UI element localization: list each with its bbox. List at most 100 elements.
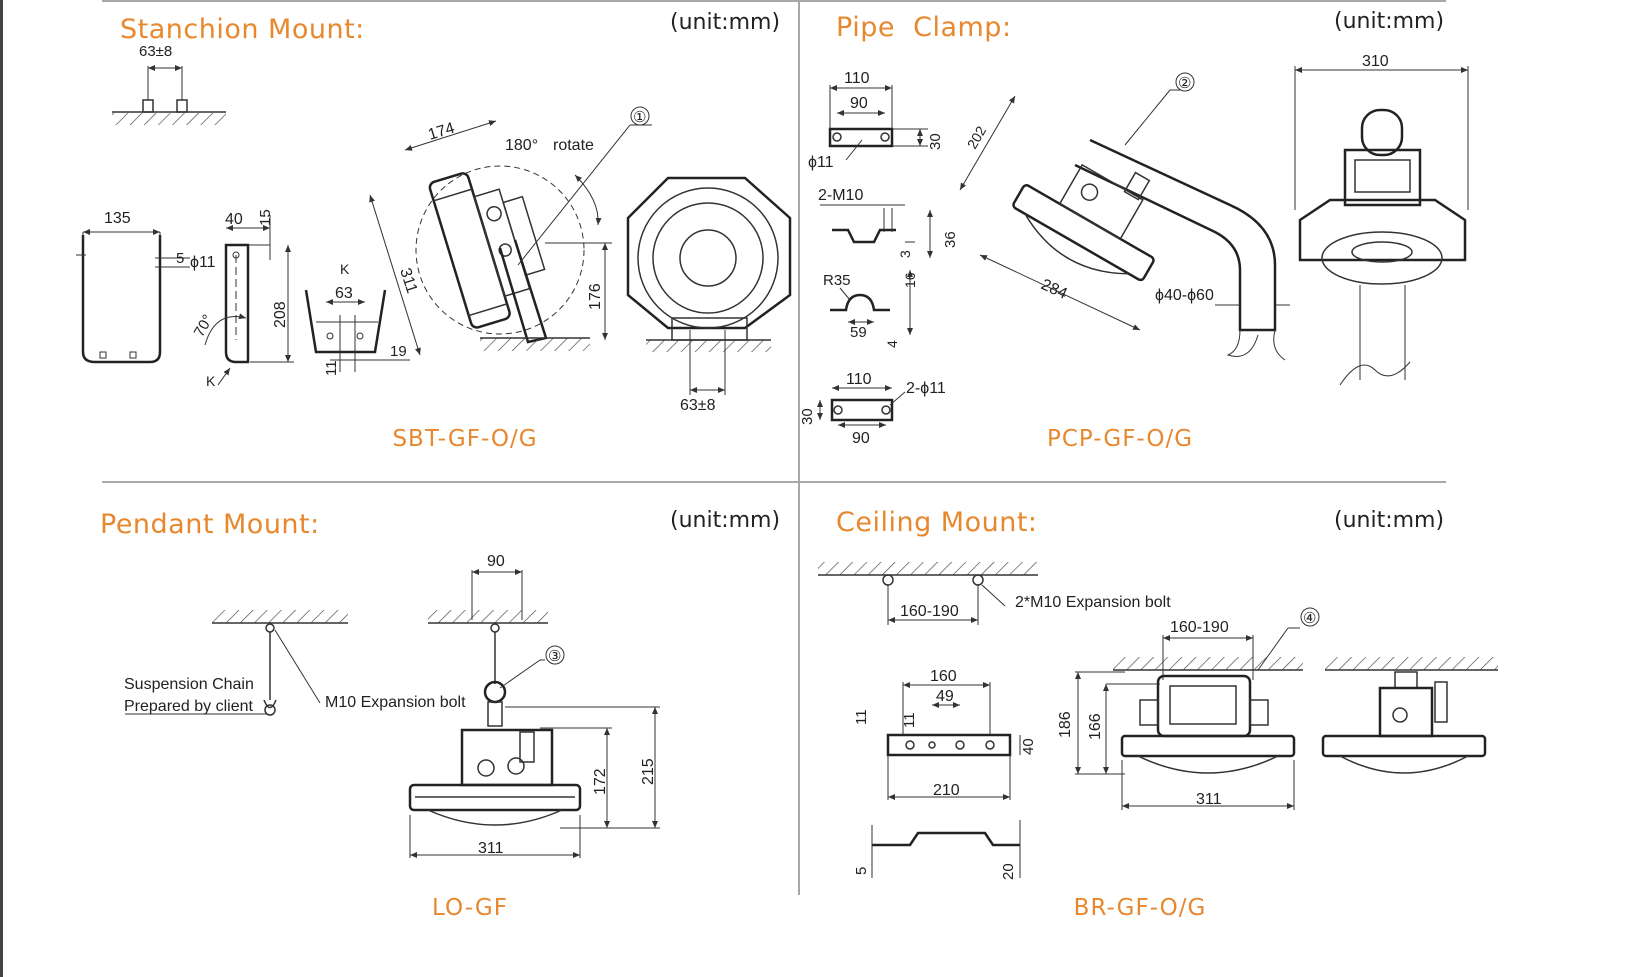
callout-1: ① [633, 109, 646, 126]
stanchion-front-fixture: 63±8 [626, 176, 792, 414]
dim-59: 59 [850, 324, 867, 341]
pendant-chain-ceiling: Suspension Chain Prepared by client M10 … [124, 610, 466, 716]
dim-40: 40 [1020, 738, 1037, 755]
pipe-title: Pipe Clamp: [836, 12, 1012, 43]
pendant-model: LO-GF [432, 895, 508, 921]
dim-11a: 11 [853, 709, 870, 725]
dim-176: 176 [587, 283, 604, 310]
dim-210: 210 [933, 782, 960, 799]
chain-label-line1: Suspension Chain [124, 676, 254, 693]
dim-63: 63 [335, 285, 353, 302]
dim-135: 135 [104, 210, 131, 227]
dim-40: 40 [225, 211, 243, 228]
stanchion-base-plate: 63±8 [112, 43, 226, 125]
dim-15: 15 [257, 209, 274, 226]
phi11-label: ϕ11 [190, 254, 216, 271]
pipe-tilted-fixture: ② 202 284 ϕ40-ϕ60 [959, 72, 1290, 361]
pendant-unit: (unit:mm) [670, 508, 781, 533]
dim-90b: 90 [852, 430, 870, 447]
chain-label-line2: Prepared by client [124, 698, 254, 715]
dim-5: 5 [853, 867, 870, 875]
dim-310: 310 [1362, 53, 1389, 70]
dim-311: 311 [1196, 791, 1222, 808]
dim-20: 20 [1000, 863, 1017, 880]
dim-160-190a: 160-190 [900, 603, 959, 620]
pipe-plate-bottom: 110 2-ϕ11 30 90 [799, 371, 946, 447]
ceiling-unit: (unit:mm) [1334, 508, 1445, 533]
stanchion-tilted-fixture: 174 180° rotate ① 311 176 [369, 106, 652, 356]
dim-215: 215 [640, 758, 657, 785]
dim-90: 90 [487, 553, 505, 570]
dim-63-8-bottom: 63±8 [680, 397, 716, 414]
ceiling-side-fixture [1321, 657, 1498, 774]
dim-172: 172 [592, 768, 609, 795]
pipe-front-fixture: 310 [1294, 53, 1469, 386]
dim-11: 11 [323, 360, 340, 376]
phi11-label: ϕ11 [808, 154, 834, 171]
pendant-mount-drawing: Suspension Chain Prepared by client M10 … [124, 553, 660, 858]
dim-19: 19 [390, 343, 407, 360]
rotate-180: 180° [505, 137, 538, 154]
dim-110b: 110 [846, 371, 872, 388]
left-border [0, 0, 3, 977]
pipe-plate-top: 110 90 30 ϕ11 [808, 70, 944, 171]
dim-36: 36 [942, 231, 959, 248]
dim-160-190b: 160-190 [1170, 619, 1229, 636]
stanchion-l-bracket: ϕ11 40 15 208 70° K [190, 209, 294, 389]
stanchion-u-bracket: 135 5 [76, 210, 190, 364]
m10-label: 2-M10 [818, 187, 863, 204]
center-divider [798, 0, 800, 895]
rotate-label: rotate [553, 137, 594, 154]
dim-30b: 30 [799, 408, 816, 425]
dim-90: 90 [850, 95, 868, 112]
phi40-60-label: ϕ40-ϕ60 [1155, 287, 1214, 304]
ceiling-title: Ceiling Mount: [836, 507, 1038, 538]
pipe-model: PCP-GF-O/G [1046, 426, 1194, 452]
dim-49: 49 [936, 688, 954, 705]
label-K: K [340, 261, 350, 277]
dim-3: 3 [897, 250, 913, 258]
stanchion-model: SBT-GF-O/G [392, 426, 538, 452]
ceiling-plate: 160 49 11 11 40 210 [853, 668, 1037, 800]
dim-208: 208 [272, 301, 289, 328]
dim-11b: 11 [901, 712, 918, 728]
pendant-title: Pendant Mount: [100, 509, 320, 540]
callout-4: ④ [1303, 610, 1316, 627]
dim-174: 174 [426, 120, 457, 144]
stanchion-title: Stanchion Mount: [120, 14, 365, 45]
dim-311: 311 [478, 840, 504, 857]
ceiling-model: BR-GF-O/G [1073, 895, 1207, 921]
ceiling-plate-profile: 5 20 [853, 820, 1021, 880]
pipe-clamp-profile: R35 16 59 4 [823, 270, 918, 348]
dim-5: 5 [176, 250, 184, 267]
label-K-bottom: K [206, 373, 216, 389]
dim-63-8-top: 63±8 [139, 43, 172, 60]
middle-divider [102, 481, 1446, 483]
ceiling-top-bolts: 160-190 2*M10 Expansion bolt [818, 562, 1171, 625]
top-divider [102, 0, 1446, 2]
stanchion-k-section: K 63 11 19 [304, 261, 410, 376]
dim-110: 110 [844, 70, 870, 87]
dim-16: 16 [902, 272, 918, 288]
m10-bolt-label: M10 Expansion bolt [325, 694, 466, 711]
callout-2: ② [1178, 75, 1191, 92]
dim-166: 166 [1087, 713, 1104, 740]
pendant-fixture: 90 ③ 172 215 311 [408, 553, 660, 858]
dim-30: 30 [927, 133, 944, 150]
expansion-bolt-label: 2*M10 Expansion bolt [1015, 594, 1171, 611]
stanchion-unit: (unit:mm) [670, 10, 781, 35]
callout-3: ③ [548, 648, 561, 665]
pipe-bracket-profile: 2-M10 36 3 [818, 187, 959, 258]
ceiling-mount-drawing: 160-190 2*M10 Expansion bolt 160 49 1 [818, 562, 1498, 880]
angle-70: 70° [191, 312, 217, 340]
dim-4: 4 [884, 340, 900, 348]
phi11b-label: 2-ϕ11 [906, 380, 946, 397]
ceiling-front-fixture: 160-190 ④ 186 166 311 [1057, 607, 1320, 810]
stanchion-mount-drawing: 63±8 135 5 [76, 43, 792, 414]
pipe-clamp-drawing: 110 90 30 ϕ11 2-M10 36 3 R [799, 53, 1469, 447]
dim-160: 160 [930, 668, 957, 685]
r35-label: R35 [823, 272, 851, 289]
dim-284: 284 [1038, 276, 1069, 303]
